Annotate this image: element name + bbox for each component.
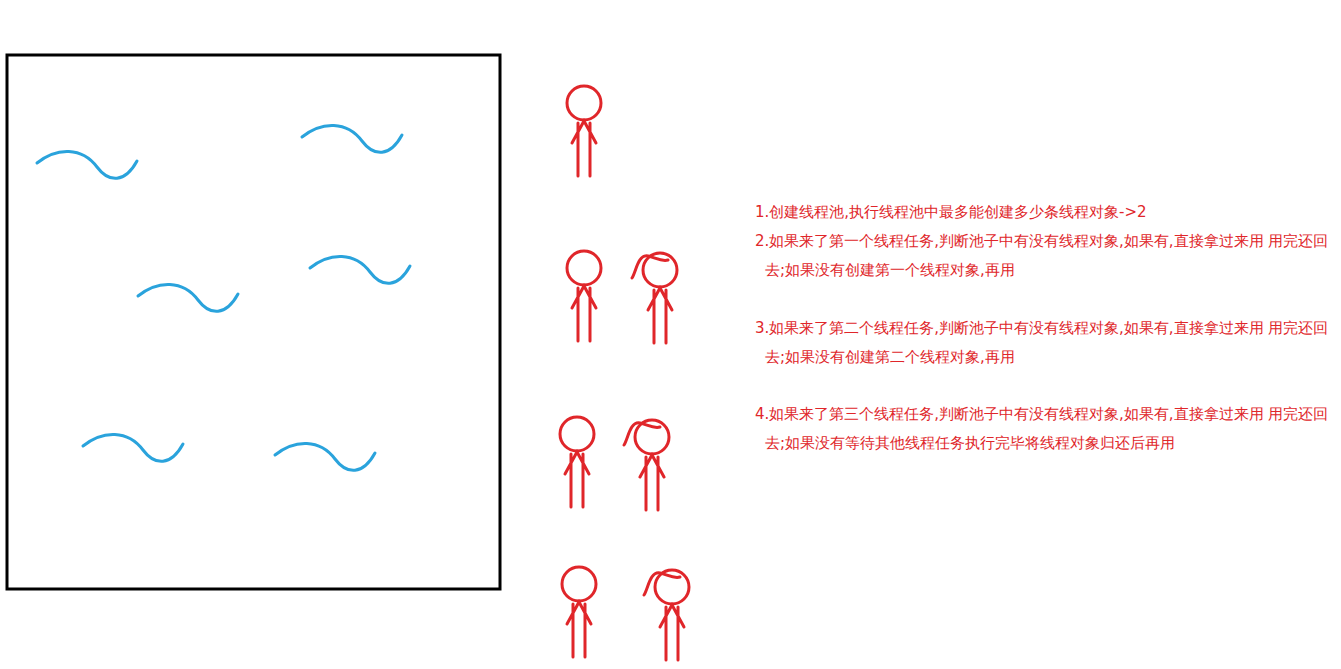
thread-squiggle — [275, 443, 375, 470]
figure-head — [567, 251, 601, 285]
figure-head — [567, 86, 601, 120]
figure-body — [648, 288, 672, 343]
thread-squiggle — [310, 256, 410, 283]
male-figure — [562, 567, 596, 657]
female-figure — [632, 253, 677, 343]
figure-hair — [624, 423, 660, 445]
figure-head — [655, 570, 689, 604]
thread-squiggle — [138, 284, 238, 311]
male-figure — [560, 417, 594, 507]
note-text: 4.如果来了第三个线程任务,判断池子中有没有线程对象,如果有,直接拿过来用 用完… — [755, 400, 1335, 458]
figure-head — [643, 253, 677, 287]
stick-figures — [560, 86, 689, 660]
thread-squiggle — [302, 125, 402, 152]
figure-body — [640, 455, 664, 510]
male-figure — [567, 86, 601, 176]
figure-body — [565, 452, 589, 507]
figure-head — [560, 417, 594, 451]
figure-hair — [632, 256, 668, 278]
note-text: 2.如果来了第一个线程任务,判断池子中有没有线程对象,如果有,直接拿过来用 用完… — [755, 227, 1335, 285]
figure-body — [572, 286, 596, 341]
figure-body — [567, 602, 591, 657]
figure-body — [660, 605, 684, 660]
figure-body — [572, 121, 596, 176]
thread-squiggles — [37, 125, 410, 470]
male-figure — [567, 251, 601, 341]
female-figure — [644, 570, 689, 660]
note-text: 3.如果来了第二个线程任务,判断池子中有没有线程对象,如果有,直接拿过来用 用完… — [755, 314, 1335, 372]
thread-pool — [7, 55, 500, 589]
thread-squiggle — [37, 151, 137, 178]
thread-squiggle — [83, 434, 183, 461]
note-text: 1.创建线程池,执行线程池中最多能创建多少条线程对象->2 — [755, 198, 1335, 227]
figure-head — [635, 420, 669, 454]
female-figure — [624, 420, 669, 510]
figure-head — [562, 567, 596, 601]
figure-hair — [644, 573, 680, 595]
